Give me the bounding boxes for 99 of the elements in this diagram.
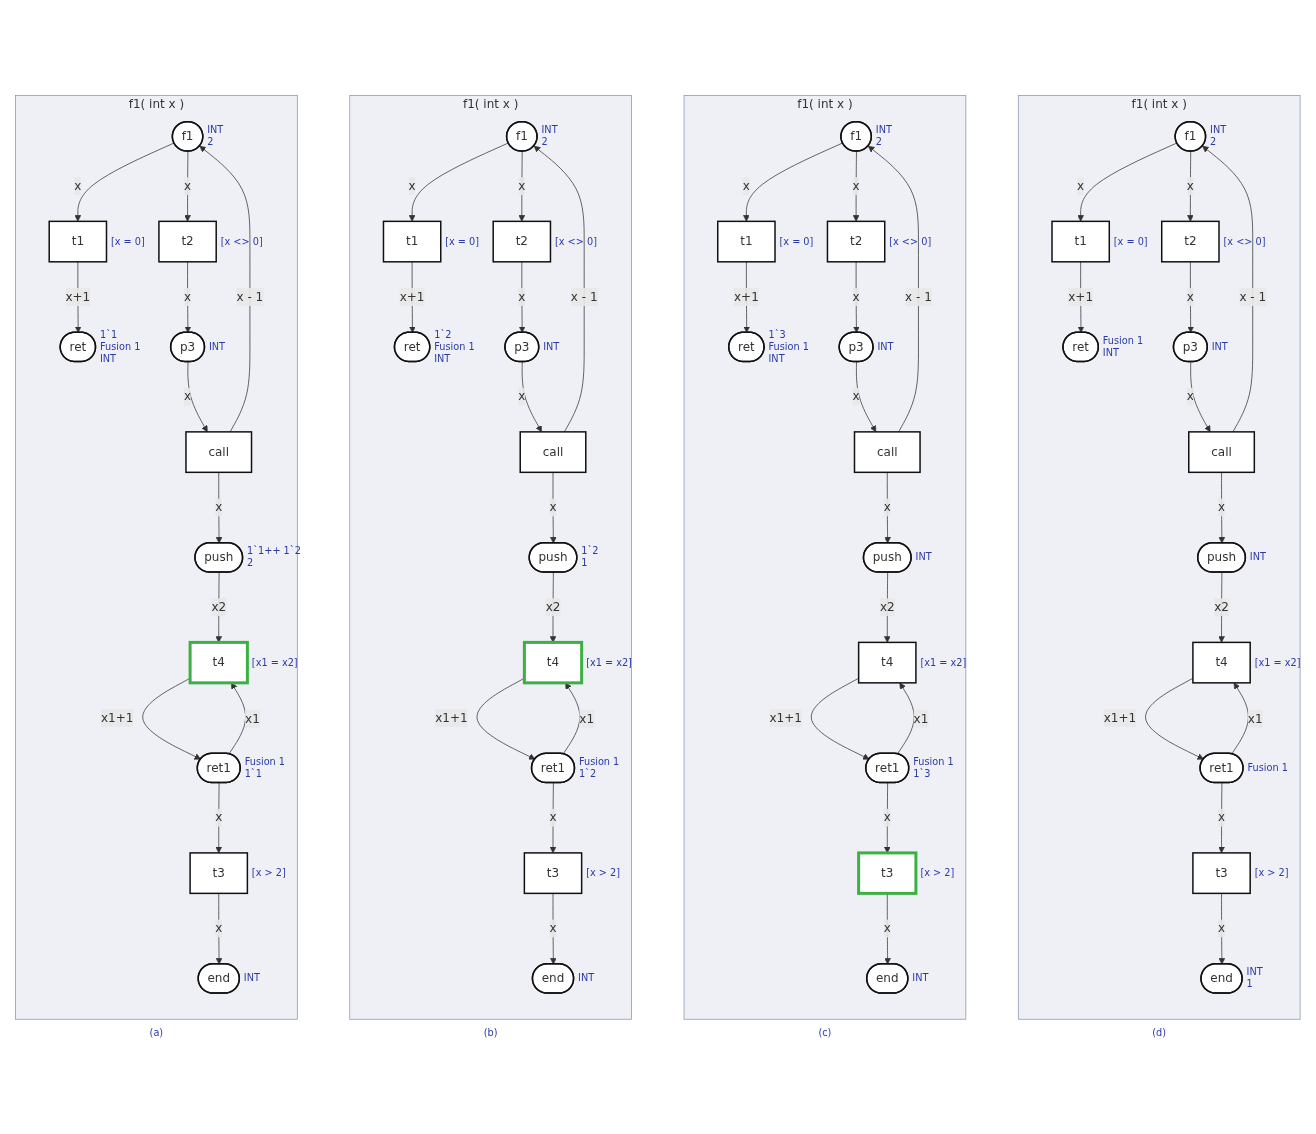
inscription-label: INT <box>207 124 224 136</box>
edge-label: x <box>1077 179 1085 194</box>
node-box <box>853 431 921 474</box>
inscription-label: [x > 2] <box>920 867 955 879</box>
inscription-label: [x <> 0] <box>1223 236 1266 247</box>
inscription-label: INT <box>541 124 558 136</box>
inscription-label: INT <box>543 341 560 353</box>
cluster <box>15 95 298 1020</box>
edge-label: x <box>518 289 526 305</box>
edge-label: x+1 <box>1068 289 1094 305</box>
inscription-label: [x = 0] <box>111 236 145 247</box>
edge-label: x <box>184 389 192 404</box>
node-box <box>185 431 253 474</box>
inscription-label: [x1 = x2] <box>1254 657 1301 668</box>
panel-caption: (b) <box>483 1027 498 1039</box>
edge-label: x1+1 <box>769 710 802 726</box>
edge-label: x1+1 <box>435 710 468 726</box>
edge-label: x+1 <box>65 289 91 305</box>
inscription-label: Fusion 1 <box>244 756 286 768</box>
node-box <box>826 221 886 263</box>
edge-label: x - 1 <box>905 289 932 305</box>
cluster <box>1017 95 1301 1020</box>
inscription-label: [x = 0] <box>779 236 814 247</box>
inscription-label: [x > 2] <box>586 867 620 879</box>
inscription-label: 2 <box>875 136 882 148</box>
edge-label: x <box>883 921 891 936</box>
edge-label: x - 1 <box>1239 289 1267 305</box>
inscription-label: Fusion 1 <box>578 756 620 768</box>
edge-label: x - 1 <box>570 289 598 305</box>
node-box <box>188 641 249 685</box>
node-box <box>523 852 583 895</box>
node-box <box>522 641 584 685</box>
edge-label: x1+1 <box>100 710 134 726</box>
edge-label: x2 <box>1214 600 1229 615</box>
inscription-label: 1`3 <box>768 329 786 341</box>
edge-label: x2 <box>879 600 895 615</box>
inscription-label: [x1 = x2] <box>920 657 967 668</box>
inscription-label: Fusion 1 <box>434 341 475 353</box>
inscription-label: INT <box>915 551 932 563</box>
edge-label: x <box>215 921 223 936</box>
inscription-label: INT <box>208 341 225 353</box>
inscription-label: [x = 0] <box>1113 236 1148 247</box>
edge-label: x - 1 <box>236 289 264 305</box>
inscription-label: INT <box>1249 551 1266 563</box>
edge-label: x <box>549 921 557 936</box>
inscription-label: [x1 = x2] <box>586 657 632 668</box>
edge-label: x1 <box>1247 711 1263 726</box>
panel-caption: (c) <box>818 1027 832 1039</box>
edge-label: x <box>852 389 860 404</box>
inscription-label: INT <box>578 972 595 984</box>
edge-label: x+1 <box>733 289 759 305</box>
node-box <box>382 221 442 263</box>
inscription-label: 1 <box>1246 978 1253 990</box>
inscription-label: [x <> 0] <box>554 236 597 247</box>
edge-label: x <box>1218 921 1226 936</box>
edge-label: x <box>215 500 223 515</box>
edge-label: x <box>408 179 416 194</box>
node-box <box>857 851 918 896</box>
inscription-label: INT <box>768 353 785 365</box>
inscription-label: 1`2 <box>578 768 597 780</box>
node-box <box>1051 221 1111 263</box>
edge-label: x1 <box>913 711 929 726</box>
inscription-label: 1`2 <box>434 329 452 341</box>
edge-label: x <box>549 810 557 825</box>
edge-label: x <box>74 179 82 194</box>
inscription-label: Fusion 1 <box>768 341 809 353</box>
edge-label: x <box>184 289 192 305</box>
edge-label: x <box>1186 179 1194 194</box>
inscription-label: 2 <box>1210 136 1217 148</box>
inscription-label: [x <> 0] <box>889 236 932 247</box>
node-box <box>158 221 217 263</box>
inscription-label: 2 <box>247 557 254 569</box>
inscription-label: INT <box>877 341 894 353</box>
inscription-label: [x <> 0] <box>220 236 263 247</box>
node-box <box>717 221 776 263</box>
edge-label: x2 <box>545 600 561 615</box>
edge-label: x <box>549 500 557 515</box>
inscription-label: INT <box>434 353 451 365</box>
edge-label: x <box>1218 810 1226 825</box>
inscription-label: 1`1++ 1`2 <box>247 545 301 557</box>
edge-label: x1 <box>579 711 595 726</box>
edge-label: x <box>852 179 860 194</box>
node-box <box>857 642 917 684</box>
node-box <box>492 221 552 263</box>
panel-caption: (a) <box>149 1027 164 1039</box>
edge-label: x <box>1186 389 1194 404</box>
edge-label: x1 <box>245 711 260 726</box>
inscription-label: INT <box>99 353 117 365</box>
edge-label: x2 <box>211 600 227 615</box>
edge-label: x <box>518 389 526 404</box>
edge-label: x+1 <box>399 289 425 305</box>
inscription-label: INT <box>1210 124 1227 136</box>
panel-caption: (d) <box>1152 1027 1167 1039</box>
inscription-label: 1`2 <box>581 545 599 557</box>
cluster <box>683 95 967 1020</box>
inscription-label: INT <box>912 972 929 984</box>
edge-label: x <box>852 289 860 305</box>
edge-label: x <box>742 179 750 194</box>
inscription-label: Fusion 1 <box>1247 762 1288 774</box>
